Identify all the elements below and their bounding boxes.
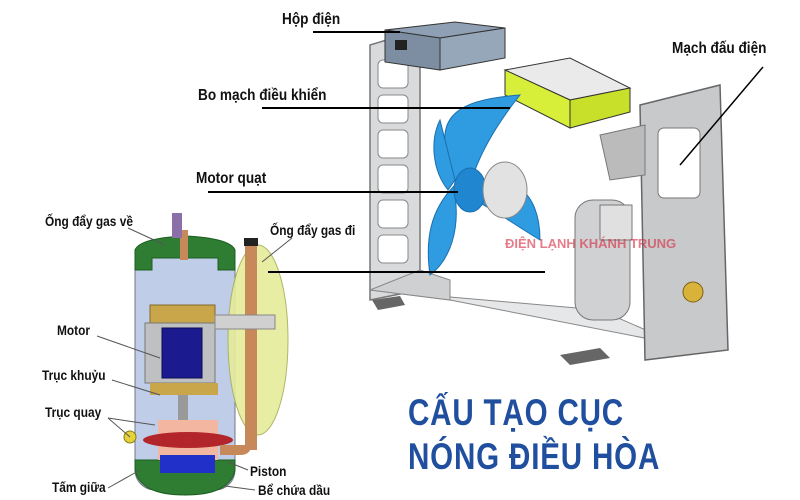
label-hop-dien: Hộp điện (282, 11, 341, 28)
title-line-2: NÓNG ĐIỀU HÒA (408, 436, 661, 477)
label-mach-dau-dien: Mạch đấu điện (672, 40, 767, 57)
watermark-text: ĐIỆN LẠNH KHÁNH TRUNG (505, 236, 676, 251)
outdoor-unit (369, 28, 729, 365)
fan-motor (482, 161, 528, 219)
label-be-chua-dau: Bể chứa dầu (258, 482, 331, 498)
leader-lines (208, 31, 764, 273)
label-truc-khuyu: Trục khuỷu (42, 367, 106, 383)
label-ong-day-gas-di: Ống đẩy gas đi (270, 222, 356, 238)
electric-box (384, 21, 506, 71)
label-motor-quat: Motor quạt (196, 170, 267, 187)
compressor (123, 213, 289, 496)
label-ong-day-gas-ve: Ống đẩy gas về (45, 213, 133, 229)
control-board (503, 57, 632, 129)
title-line-1: CẤU TẠO CỤC (408, 392, 624, 433)
label-truc-quay: Trục quay (45, 404, 102, 420)
label-bo-mach-dieu-khien: Bo mạch điều khiển (198, 87, 327, 104)
label-tam-giua: Tấm giữa (52, 479, 106, 495)
label-motor: Motor (57, 322, 91, 338)
label-piston: Piston (250, 463, 287, 479)
compressor-leader-lines (96, 227, 293, 491)
